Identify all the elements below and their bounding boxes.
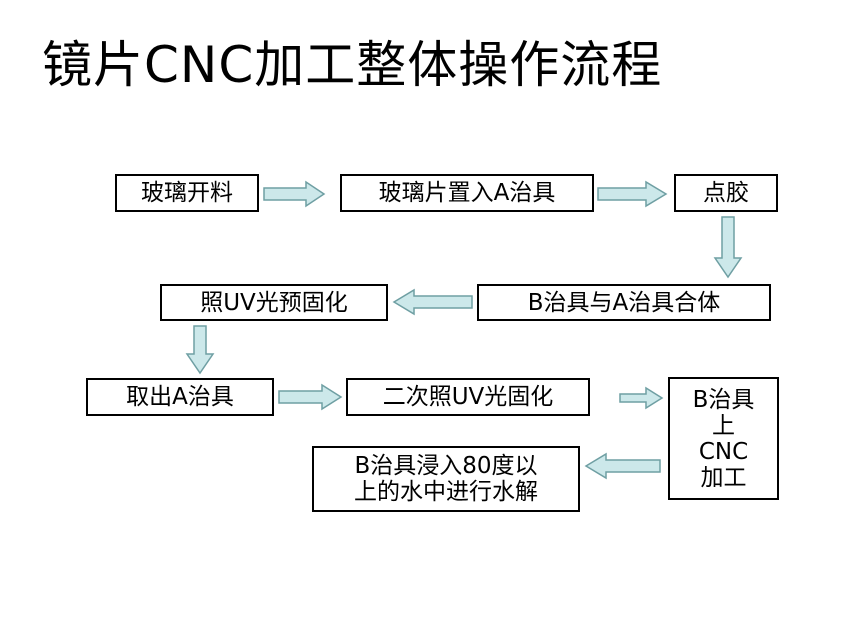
- page-title: 镜片CNC加工整体操作流程: [42, 36, 663, 94]
- step-place-in-fixture-a: 玻璃片置入A治具: [340, 174, 594, 212]
- arrow-right-4: [619, 386, 664, 410]
- arrow-left-1: [392, 288, 473, 316]
- step-dispense-glue: 点胶: [674, 174, 778, 212]
- arrow-down-1: [713, 216, 743, 279]
- step-remove-fixture-a: 取出A治具: [86, 378, 274, 416]
- arrow-right-2: [597, 180, 668, 208]
- arrow-right-3: [278, 383, 343, 411]
- arrow-left-2: [584, 452, 661, 480]
- step-second-uv-cure: 二次照UV光固化: [346, 378, 590, 416]
- step-glass-cutting: 玻璃开料: [115, 174, 259, 212]
- arrow-down-2: [185, 325, 215, 375]
- arrow-right-1: [263, 180, 326, 208]
- step-combine-fixtures: B治具与A治具合体: [477, 284, 771, 321]
- step-cnc-machining: B治具 上 CNC 加工: [668, 377, 779, 500]
- step-hydrolysis: B治具浸入80度以 上的水中进行水解: [312, 446, 580, 512]
- step-uv-pre-cure: 照UV光预固化: [160, 284, 388, 321]
